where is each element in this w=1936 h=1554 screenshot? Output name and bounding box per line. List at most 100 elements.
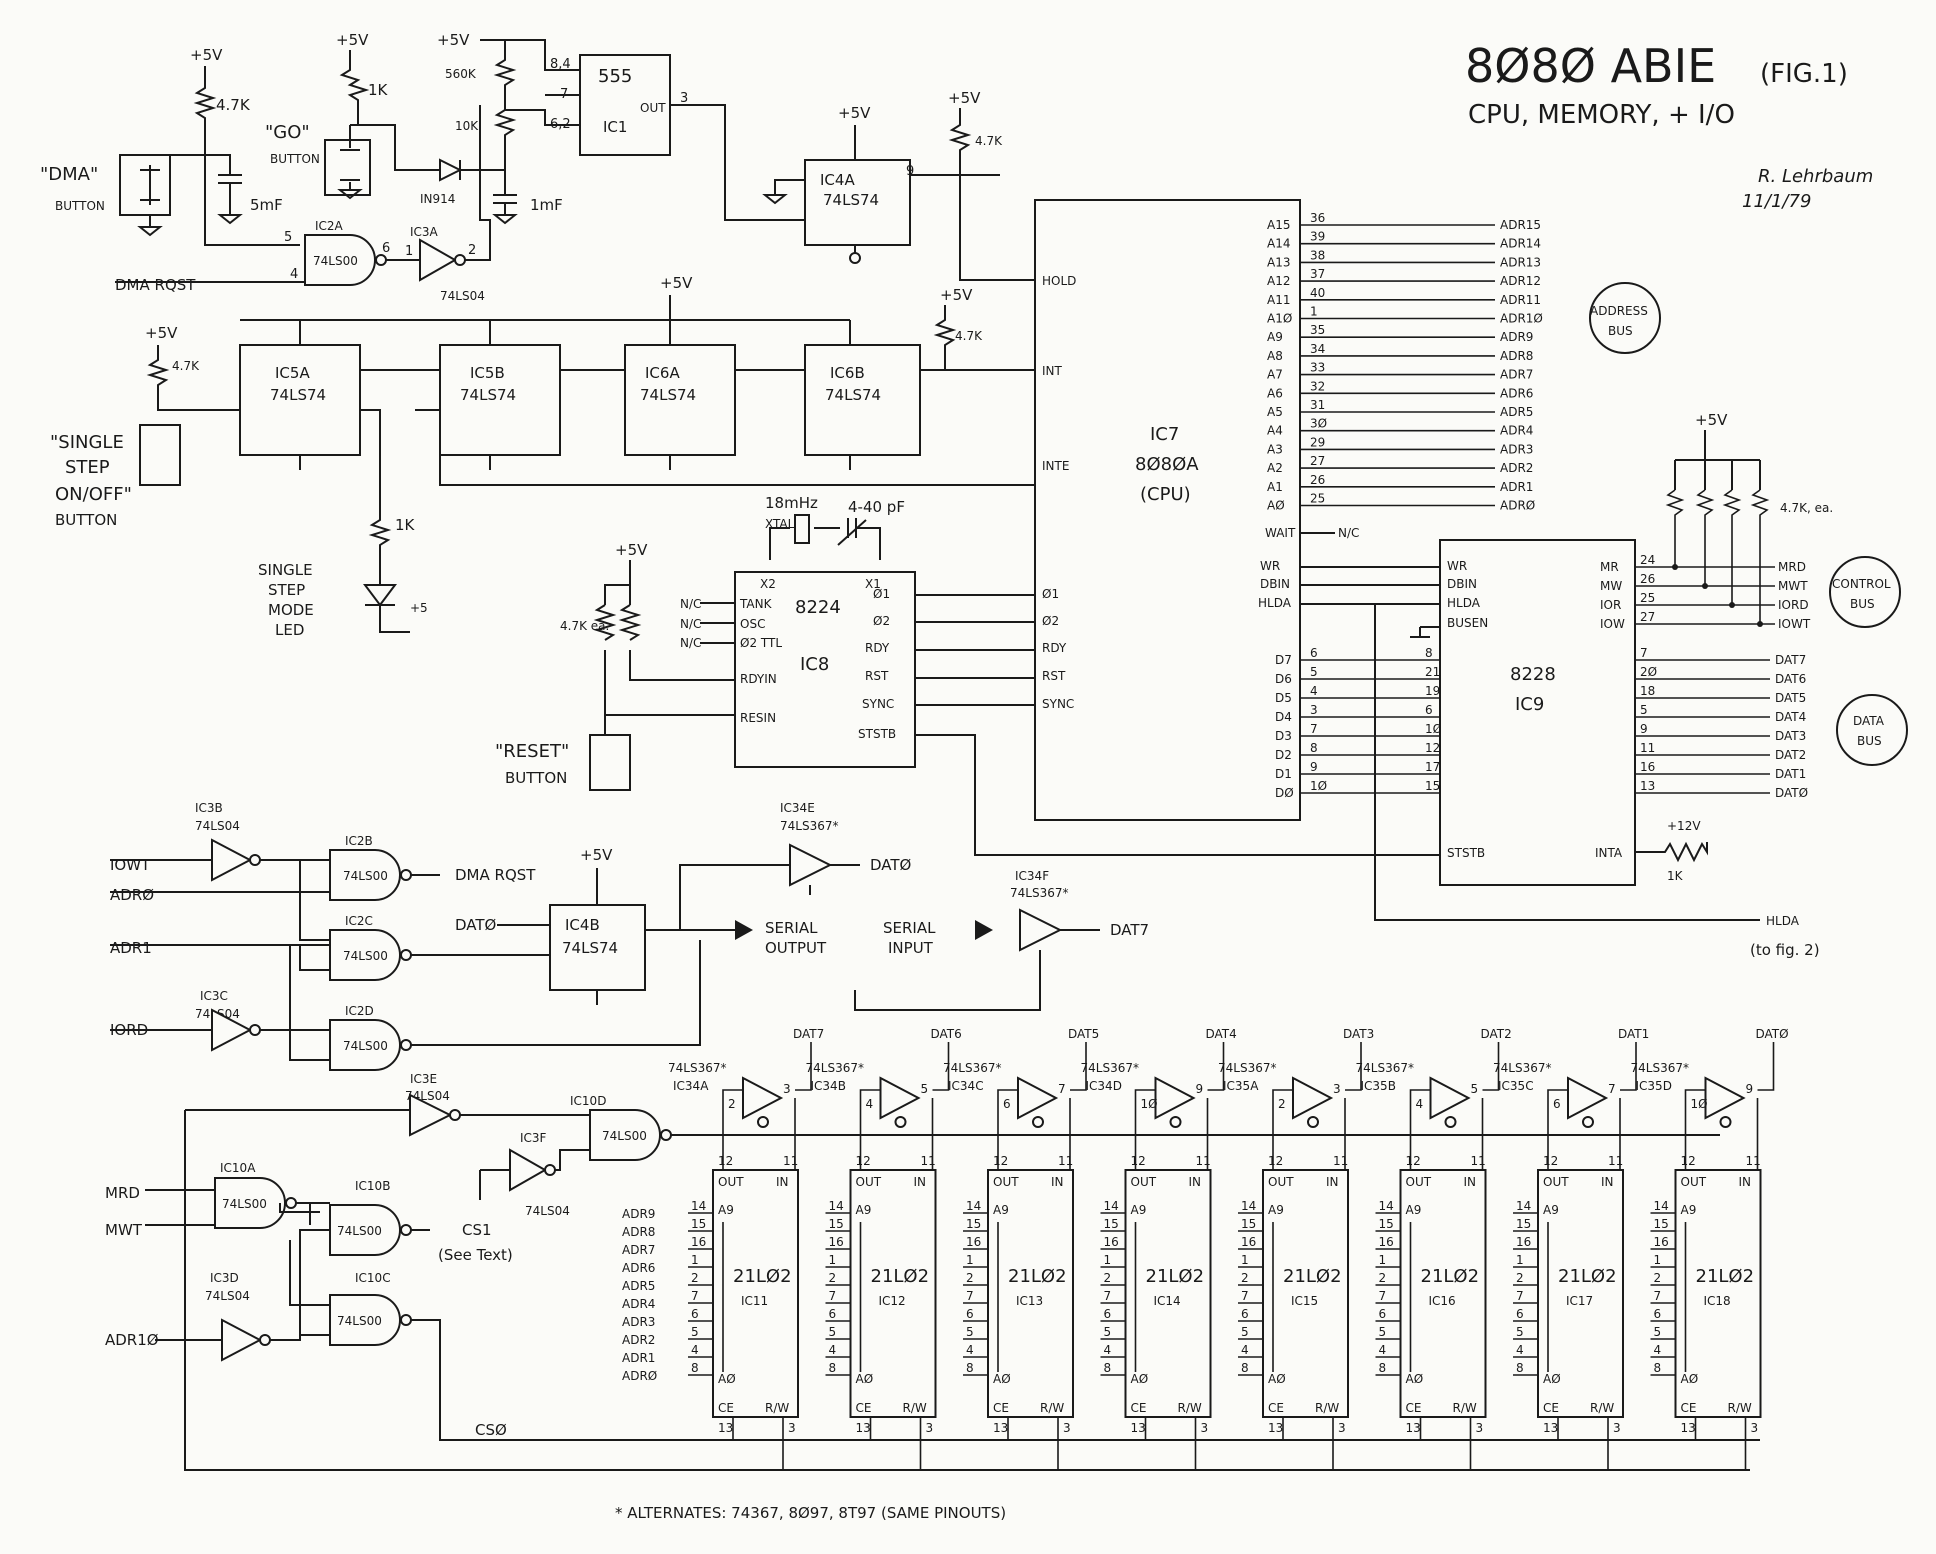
ic7-sync-pin: SYNC	[1042, 697, 1074, 711]
ram-address-pin-number: 4	[1516, 1343, 1524, 1357]
ram-address-pin-number: 7	[1516, 1289, 1524, 1303]
mrd-input-label: MRD	[105, 1184, 140, 1202]
ic10a-label: IC10A	[220, 1161, 256, 1175]
ram-pin-11: 11	[1196, 1154, 1211, 1168]
ram-buffer-enable-bubble	[1032, 1116, 1044, 1128]
ram-pin-12: 12	[718, 1154, 733, 1168]
ic8-part: 8224	[795, 597, 841, 618]
ic9-control-pin-number: 24	[1640, 553, 1655, 567]
ic10c-bubble	[400, 1314, 412, 1326]
ram-a9-label: A9	[1268, 1203, 1284, 1217]
ctl-pullup-rail	[1674, 430, 1761, 490]
ram-in-pin-label: IN	[1051, 1175, 1064, 1189]
ram-address-pin-number: 2	[1379, 1271, 1387, 1285]
ram-buffer-wiring	[722, 1042, 812, 1160]
single-step-led	[363, 584, 397, 607]
ram-buffer-enable-bubble	[1307, 1116, 1319, 1128]
ram-21l02-chip	[1537, 1169, 1624, 1418]
ic9-data-in-pin-number: 6	[1425, 703, 1433, 717]
ic4a-pin9: 9	[906, 164, 914, 179]
ram-part-number: 21LØ2	[1146, 1266, 1205, 1287]
ram-buffer-out-pin: 7	[1608, 1082, 1616, 1096]
ram-address-pin-number: 15	[1516, 1217, 1531, 1231]
cpu-address-pin-number: 32	[1310, 379, 1325, 393]
ram-address-pin-number: 5	[1516, 1325, 1524, 1339]
timer-rc-network	[480, 39, 580, 170]
alternates-footnote: * ALTERNATES: 74367, 8Ø97, 8T97 (SAME PI…	[615, 1504, 1006, 1522]
address-bus-signal: ADR13	[1500, 255, 1541, 269]
ram-address-pin-number: 16	[1654, 1235, 1669, 1249]
address-bus-signal: ADR11	[1500, 293, 1541, 307]
ram-pin-11: 11	[1058, 1154, 1073, 1168]
ram-part-number: 21LØ2	[1558, 1266, 1617, 1287]
cpu-address-pin-number: 25	[1310, 492, 1325, 506]
timer-capacitor-value: 1mF	[530, 196, 563, 214]
ic6a-label: IC6A	[645, 364, 680, 382]
ram-pin-3: 3	[1201, 1421, 1209, 1435]
ram-address-pin-number: 16	[829, 1235, 844, 1249]
ic2a-part: 74LS00	[313, 254, 358, 268]
cpu-address-pin-number: 34	[1310, 342, 1325, 356]
ram-address-pin-number: 5	[1241, 1325, 1249, 1339]
cpu-data-pin-number: 5	[1310, 665, 1318, 679]
ram-out-pin-label: OUT	[993, 1175, 1019, 1189]
ic34e-buffer	[789, 843, 833, 887]
figure-number: (FIG.1)	[1760, 59, 1848, 89]
go-button[interactable]	[324, 139, 371, 196]
ram-buffer-out-pin: 5	[1471, 1082, 1479, 1096]
dma-capacitor	[205, 154, 243, 225]
ram-address-pin-number: 14	[1379, 1199, 1394, 1213]
ic9-control-pin-name: MR	[1600, 560, 1619, 574]
ic3d-label: IC3D	[210, 1271, 239, 1285]
ram-part-number: 21LØ2	[1696, 1266, 1755, 1287]
ic1-part: 555	[598, 66, 632, 87]
ic2a-pin5: 5	[284, 230, 292, 245]
reset-button[interactable]	[589, 734, 631, 791]
ic8-phi2ttl-nc: N/C	[680, 636, 701, 650]
cpu-address-pin-number: 40	[1310, 286, 1325, 300]
address-bus-signal: ADR8	[1500, 349, 1533, 363]
dma-button[interactable]	[119, 154, 171, 216]
ic10a-bubble	[285, 1197, 297, 1209]
dma-pullup-resistor	[193, 66, 217, 155]
ram-buffer-enable-bubble	[1169, 1116, 1182, 1128]
ic2c-nand-gate	[329, 929, 401, 981]
ram-buffer-enable-bubble	[757, 1116, 769, 1128]
ram-ce-label: CE	[718, 1401, 734, 1415]
schematic-title: 8Ø8Ø ABIE	[1465, 39, 1716, 93]
ram-pin-13: 13	[856, 1421, 871, 1435]
ss-button-line4: BUTTON	[55, 511, 117, 529]
ram-address-pin-number: 1	[1104, 1253, 1112, 1267]
ic7-phi1-pin: Ø1	[1042, 587, 1059, 601]
ic2d-nand-gate	[329, 1019, 401, 1071]
control-junction-dot	[1757, 621, 1763, 627]
single-step-button[interactable]	[139, 424, 181, 486]
ram-pin-13: 13	[1543, 1421, 1558, 1435]
ram-buffer-part: 74LS367*	[943, 1061, 1001, 1075]
ram-address-pin-number: 15	[829, 1217, 844, 1231]
ctl-pullup-supply: +5V	[1695, 411, 1728, 429]
ram-chip-wiring	[1272, 1098, 1346, 1470]
control-pullup-resistor	[1695, 489, 1715, 586]
ic3b-inverter	[211, 838, 253, 882]
cpu-control-wires	[1300, 532, 1760, 921]
inta-pullup-value: 1K	[1667, 869, 1684, 883]
ic3e-bubble	[449, 1109, 461, 1121]
data-bus-signal: DAT1	[1775, 767, 1806, 781]
ram-pin-13: 13	[1268, 1421, 1283, 1435]
ram-rw-label: R/W	[1590, 1401, 1614, 1415]
ram-21l02-chip	[1124, 1169, 1212, 1418]
ram-buffer-in-pin: 1Ø	[1141, 1097, 1158, 1111]
int-supply-label: +5V	[940, 286, 973, 304]
ram-data-buffer	[742, 1076, 784, 1120]
ic2d-bubble	[400, 1039, 412, 1051]
ram-address-pin-number: 16	[966, 1235, 981, 1249]
ic5a-part: 74LS74	[270, 386, 326, 404]
ic9-data-in-pin-number: 12	[1425, 741, 1440, 755]
cpu-address-pin-name: A15	[1267, 218, 1290, 232]
ic2d-part: 74LS00	[343, 1039, 388, 1053]
ram-address-pin-number: 14	[691, 1199, 706, 1213]
ic10d-label: IC10D	[570, 1094, 606, 1108]
ic7-label: IC7	[1150, 424, 1179, 445]
